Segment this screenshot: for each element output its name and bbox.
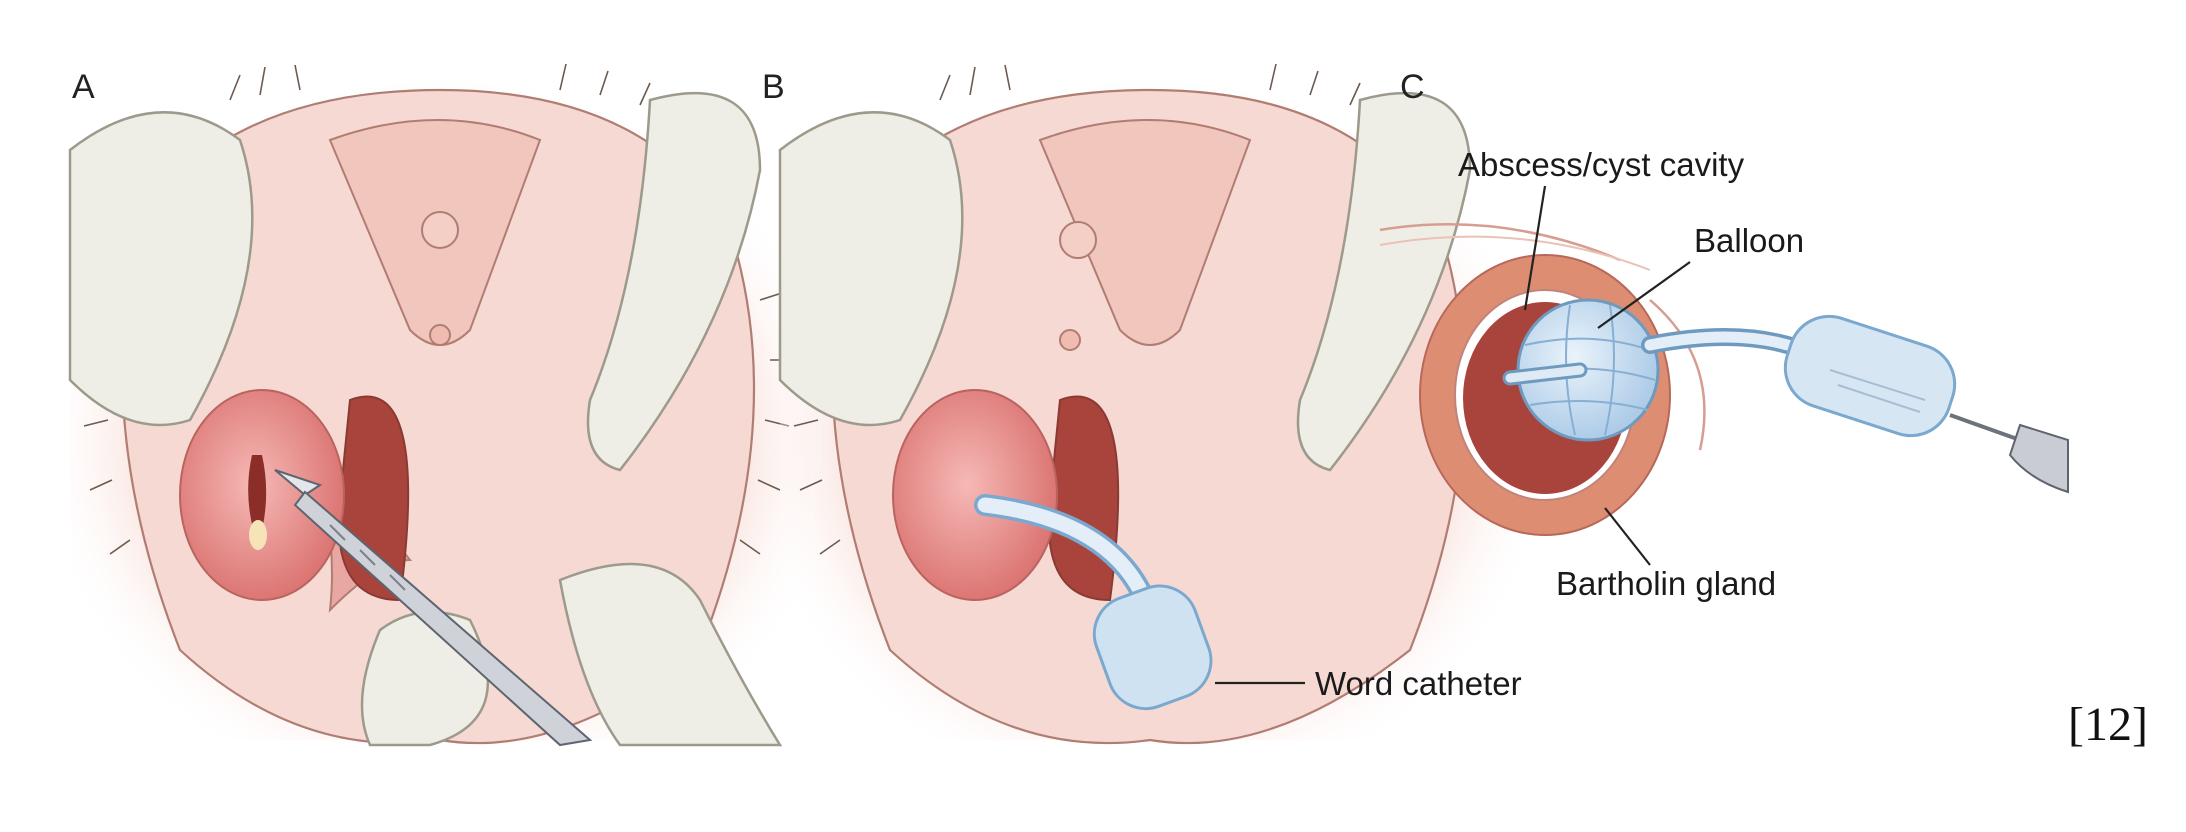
balloon-label: Balloon: [1694, 222, 1804, 259]
panel-a-letter: A: [72, 68, 95, 106]
syringe-icon: [1949, 413, 2069, 494]
panel-a-illustration: [68, 63, 810, 747]
bartholin-gland-leader: [1604, 507, 1651, 566]
word-catheter-icon: [1092, 584, 1213, 711]
abscess-cavity-label: Abscess/cyst cavity: [1458, 146, 1745, 183]
panel-c-letter: C: [1400, 68, 1425, 106]
scalpel-icon: [274, 469, 593, 747]
panel-b-letter: B: [762, 68, 785, 106]
panel-c-illustration: [1379, 223, 2069, 536]
balloon-leader: [1597, 261, 1691, 329]
word-catheter-label: Word catheter: [1315, 665, 1522, 702]
bartholin-gland-label: Bartholin gland: [1556, 565, 1776, 602]
catheter-hub-icon: [1783, 314, 1957, 438]
panel-b-illustration: [778, 63, 1520, 745]
abscess-cavity-leader: [1523, 185, 1547, 311]
citation-reference: [12]: [2068, 698, 2148, 751]
